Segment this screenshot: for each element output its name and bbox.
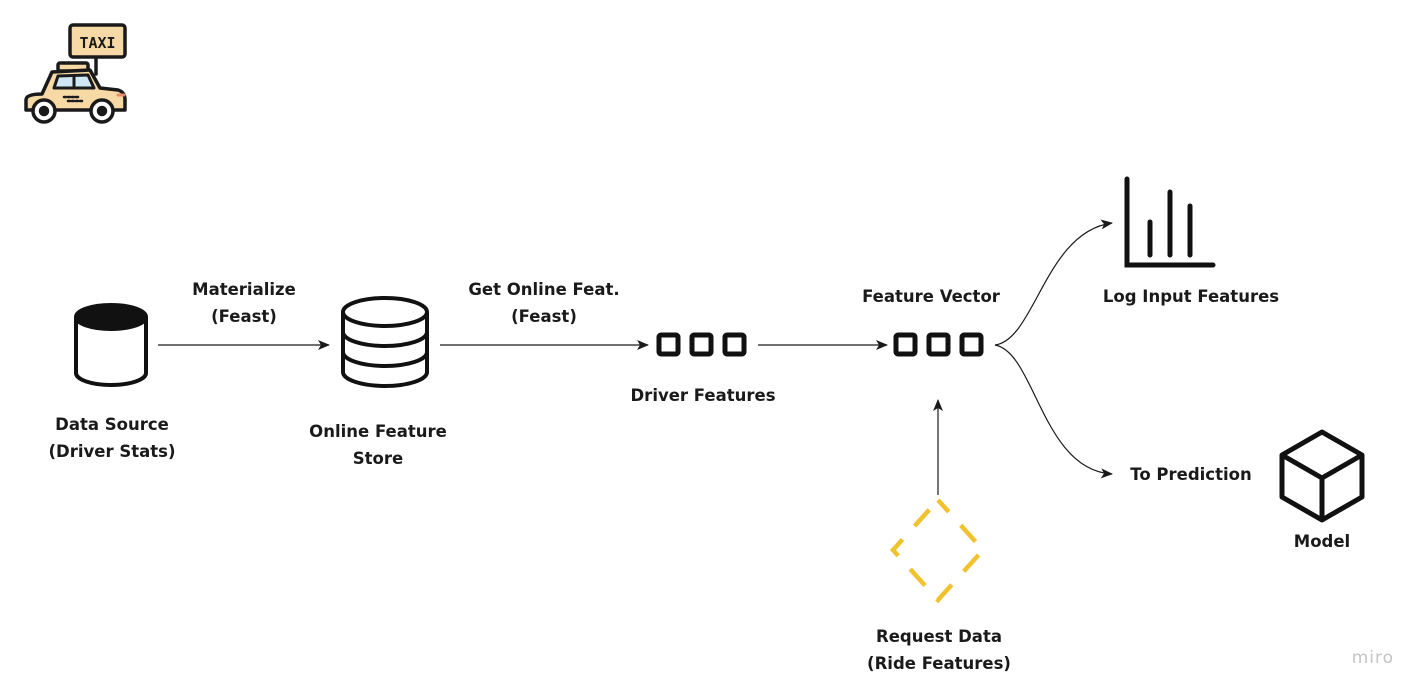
data-source-label-line2: (Driver Stats): [48, 442, 176, 461]
edge-to-log: [994, 219, 1113, 346]
data-source-cylinder-icon: [74, 303, 148, 387]
online-store-label-line2: Store: [352, 449, 404, 468]
online-store-label-line1: Online Feature: [309, 422, 447, 441]
edges: [158, 219, 1113, 495]
get-online-edge-label: Get Online Feat. (Feast): [468, 276, 619, 330]
taxi-sign-text: TAXI: [79, 34, 115, 52]
to-prediction-label: To Prediction: [1130, 461, 1251, 488]
model-label-text: Model: [1293, 532, 1351, 551]
materialize-label-line2: (Feast): [211, 307, 277, 326]
online-store-label: Online Feature Store: [309, 418, 447, 472]
taxi-icon: TAXI: [24, 23, 127, 124]
materialize-label-line1: Materialize: [192, 280, 296, 299]
log-features-label: Log Input Features: [1103, 283, 1279, 310]
materialize-edge-label: Materialize (Feast): [192, 276, 296, 330]
driver-features-label-text: Driver Features: [630, 386, 776, 405]
data-source-label: Data Source (Driver Stats): [48, 411, 175, 465]
to-prediction-label-text: To Prediction: [1130, 465, 1252, 484]
get-online-label-line2: (Feast): [511, 307, 577, 326]
data-source-label-line1: Data Source: [55, 415, 169, 434]
feature-vector-squares-icon: [893, 332, 984, 357]
driver-features-squares-icon: [656, 332, 747, 357]
request-data-label-line2: (Ride Features): [867, 654, 1011, 673]
feature-vector-label: Feature Vector: [862, 283, 1000, 310]
driver-features-label: Driver Features: [630, 382, 775, 409]
cube-icon: [1279, 429, 1365, 523]
get-online-label-line1: Get Online Feat.: [468, 280, 620, 299]
request-data-label: Request Data (Ride Features): [867, 623, 1011, 677]
edge-to-prediction: [994, 344, 1113, 479]
database-icon: [341, 296, 429, 388]
model-label: Model: [1294, 528, 1350, 555]
request-data-label-line1: Request Data: [876, 627, 1002, 646]
bar-chart-icon: [1124, 176, 1216, 268]
dashed-diamond-icon: [889, 496, 987, 604]
miro-watermark: miro: [1351, 648, 1394, 668]
log-features-label-text: Log Input Features: [1102, 287, 1280, 306]
feature-vector-label-text: Feature Vector: [862, 287, 1000, 306]
